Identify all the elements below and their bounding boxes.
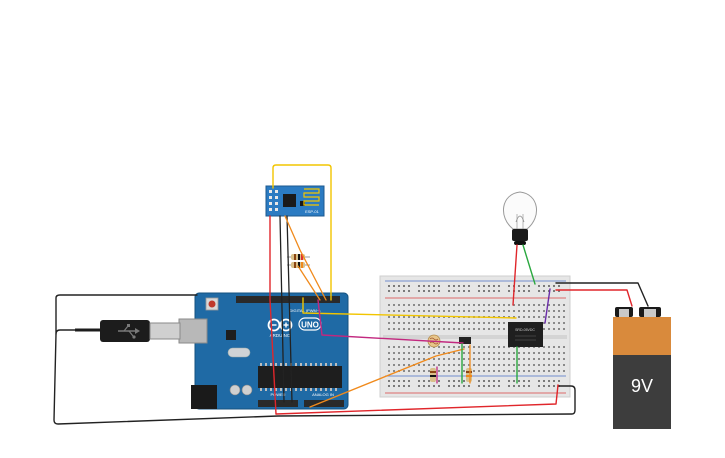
analog-header [304,400,344,407]
wire-red-bulb [512,244,518,306]
wire-orange-arduino [297,265,321,301]
wire-red-battery [555,289,633,307]
wires [53,164,649,425]
wire-yellow-breadboard [302,297,517,319]
battery-label: 9V [631,376,653,396]
digital-header-label: DIGITAL (PWM~) [290,308,322,313]
atmega-chip [258,366,342,388]
wire-black-esp-2 [286,215,293,403]
usb-port [178,318,208,344]
esp01-wifi-module[interactable]: ESP-01 [265,185,325,217]
esp01-label: ESP-01 [305,209,320,214]
usb-symbol-icon [118,324,140,339]
arduino-board[interactable]: ARDUINO UNO DIGITAL (PWM~) ANALOG IN POW… [178,292,349,410]
wire-red-esp [269,215,277,415]
resistor-2[interactable] [287,262,310,268]
wire-black-bottom-loop [53,333,576,425]
wire-orange-analog [309,348,465,408]
resistor-4[interactable] [466,368,472,382]
chip-pins [260,363,337,391]
wire-orange-esp [284,215,327,301]
battery-9v[interactable]: 9V [613,307,671,429]
esp01-pins [269,190,278,211]
resistor-1[interactable] [287,254,310,260]
wire-black-usb-loop [55,294,198,335]
wire-red-bottom [275,384,559,415]
wire-magenta [317,299,464,344]
arduino-logo [267,318,293,332]
light-bulb[interactable] [503,191,537,245]
wire-yellow-esp [272,164,332,301]
wire-purple-relay [544,288,551,324]
digital-header [236,296,340,303]
transistor[interactable] [459,337,471,344]
breadboard-holes [388,285,565,387]
power-header [258,400,298,407]
power-header-label: POWER [270,392,285,397]
resistor-3[interactable] [430,368,436,382]
arduino-model-label: UNO [301,321,319,330]
wire-black-esp-1 [279,215,285,403]
wire-green-bulb [522,244,536,285]
relay-module[interactable]: SRD-05VDC [508,322,543,347]
analog-header-label: ANALOG IN [312,392,334,397]
crystal [227,347,251,358]
arduino-brand-label: ARDUINO [270,333,291,338]
power-jack [191,385,217,409]
relay-label: SRD-05VDC [515,328,535,332]
usb-cable [75,320,181,342]
wire-black-battery [555,282,649,307]
